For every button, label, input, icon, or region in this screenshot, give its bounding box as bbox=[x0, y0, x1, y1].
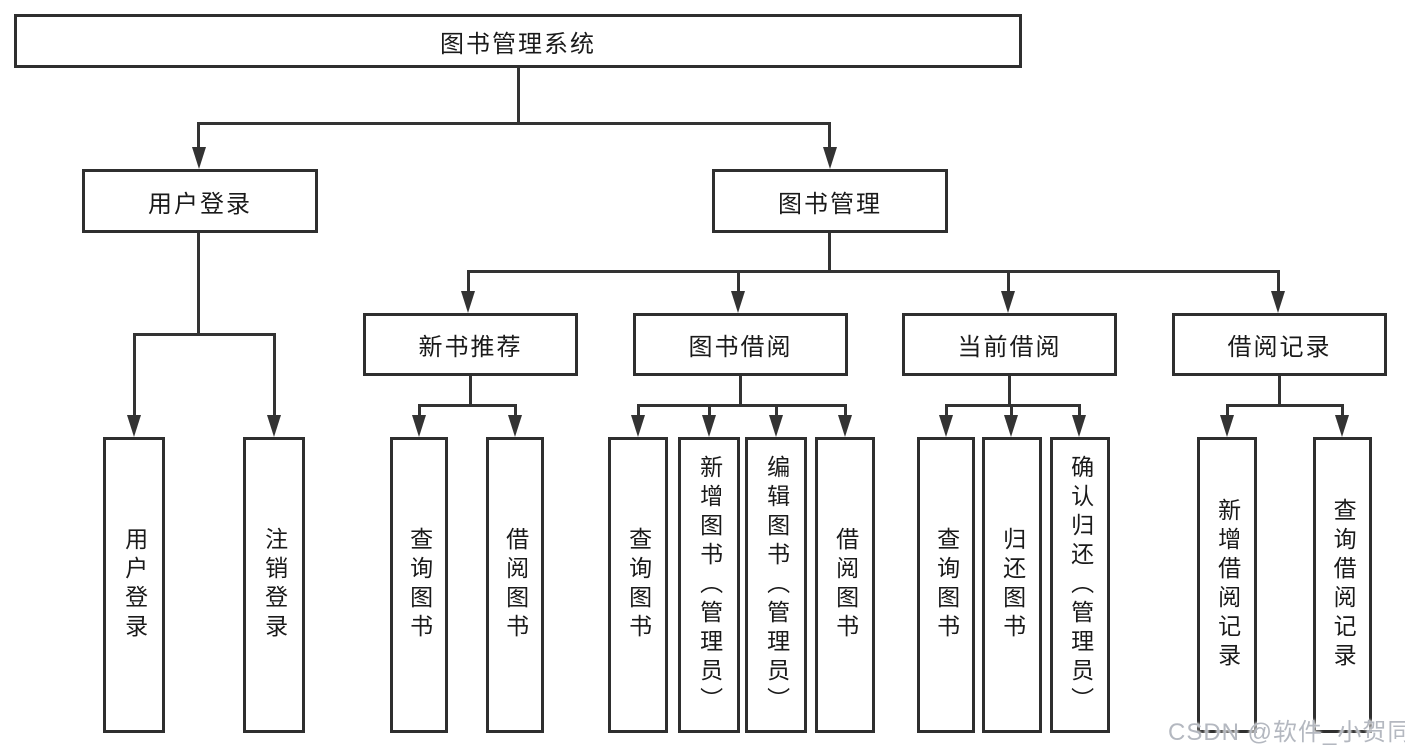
leaf-user-login: 用户登录 bbox=[103, 437, 165, 733]
arrowhead-bor-leaf4-icon bbox=[838, 415, 852, 437]
arrowhead-recd-leaf1-icon bbox=[1220, 415, 1234, 437]
leaf-current-query-book-label: 查询图书 bbox=[933, 527, 960, 643]
node-library-system: 图书管理系统 bbox=[14, 14, 1022, 68]
leaf-borrowing-borrow-book-label: 借阅图书 bbox=[832, 527, 859, 643]
edge-borrowing-stem bbox=[739, 376, 742, 407]
arrowhead-bor-leaf3-icon bbox=[769, 415, 783, 437]
leaf-recommend-query-book: 查询图书 bbox=[390, 437, 448, 733]
leaf-add-book-admin: 新增图书（管理员） bbox=[678, 437, 740, 733]
leaf-add-borrow-record-label: 新增借阅记录 bbox=[1214, 498, 1241, 672]
leaf-borrowing-query-book: 查询图书 bbox=[608, 437, 668, 733]
leaf-current-query-book: 查询图书 bbox=[917, 437, 975, 733]
leaf-borrowing-borrow-book: 借阅图书 bbox=[815, 437, 875, 733]
edge-current-rail bbox=[945, 404, 1081, 407]
edge-to-leaf-login-stem bbox=[133, 333, 136, 417]
node-new-book-recommend-label: 新书推荐 bbox=[418, 334, 523, 361]
node-borrowing-records: 借阅记录 bbox=[1172, 313, 1387, 376]
arrowhead-user-login-icon bbox=[192, 147, 206, 169]
edge-login-stem bbox=[197, 233, 200, 335]
edge-cur-leaf1-stem bbox=[945, 404, 948, 417]
leaf-query-borrow-record-label: 查询借阅记录 bbox=[1330, 498, 1357, 672]
leaf-logout: 注销登录 bbox=[243, 437, 305, 733]
edge-records-rail bbox=[1226, 404, 1344, 407]
edge-to-recommend-stem bbox=[467, 270, 470, 294]
edge-to-borrowing-stem bbox=[737, 270, 740, 294]
edge-recd-leaf2-stem bbox=[1341, 404, 1344, 417]
leaf-user-login-label: 用户登录 bbox=[121, 527, 148, 643]
node-new-book-recommend: 新书推荐 bbox=[363, 313, 578, 376]
edge-to-book-management-stem bbox=[828, 122, 831, 150]
leaf-confirm-return-admin-label: 确认归还（管理员） bbox=[1067, 454, 1094, 716]
node-book-management-label: 图书管理 bbox=[778, 190, 882, 218]
edge-root-rail bbox=[197, 122, 831, 125]
arrowhead-cur-leaf2-icon bbox=[1004, 415, 1018, 437]
leaf-edit-book-admin: 编辑图书（管理员） bbox=[745, 437, 807, 733]
edge-management-stem bbox=[828, 233, 831, 273]
edge-root-stem bbox=[517, 68, 520, 124]
edge-bor-leaf1-stem bbox=[637, 404, 640, 417]
arrowhead-current-icon bbox=[1001, 291, 1015, 313]
leaf-logout-label: 注销登录 bbox=[261, 527, 288, 643]
leaf-borrowing-query-book-label: 查询图书 bbox=[625, 527, 652, 643]
arrowhead-rec-leaf1-icon bbox=[412, 415, 426, 437]
edge-bor-leaf4-stem bbox=[844, 404, 847, 417]
node-book-management: 图书管理 bbox=[712, 169, 948, 233]
arrowhead-rec-leaf2-icon bbox=[508, 415, 522, 437]
leaf-add-book-admin-label: 新增图书（管理员） bbox=[696, 454, 723, 716]
arrowhead-cur-leaf1-icon bbox=[939, 415, 953, 437]
leaf-return-book: 归还图书 bbox=[982, 437, 1042, 733]
arrowhead-recommend-icon bbox=[461, 291, 475, 313]
leaf-edit-book-admin-label: 编辑图书（管理员） bbox=[763, 454, 790, 716]
arrowhead-book-management-icon bbox=[823, 147, 837, 169]
edge-records-stem bbox=[1278, 376, 1281, 407]
arrowhead-cur-leaf3-icon bbox=[1072, 415, 1086, 437]
edge-rec-leaf1-stem bbox=[418, 404, 421, 417]
edge-management-rail bbox=[467, 270, 1280, 273]
node-book-borrowing: 图书借阅 bbox=[633, 313, 848, 376]
node-current-borrowing-label: 当前借阅 bbox=[957, 334, 1062, 361]
arrowhead-recd-leaf2-icon bbox=[1335, 415, 1349, 437]
edge-login-rail bbox=[133, 333, 276, 336]
arrowhead-borrowing-icon bbox=[731, 291, 745, 313]
node-user-login: 用户登录 bbox=[82, 169, 318, 233]
node-current-borrowing: 当前借阅 bbox=[902, 313, 1117, 376]
node-borrowing-records-label: 借阅记录 bbox=[1227, 334, 1332, 361]
edge-recommend-stem bbox=[469, 376, 472, 407]
edge-to-leaf-logout-stem bbox=[273, 333, 276, 417]
node-library-system-label: 图书管理系统 bbox=[440, 30, 596, 58]
edge-current-stem bbox=[1008, 376, 1011, 407]
csdn-watermark: CSDN @软件_小贺同学 bbox=[1168, 719, 1405, 746]
arrowhead-bor-leaf1-icon bbox=[631, 415, 645, 437]
node-book-borrowing-label: 图书借阅 bbox=[688, 334, 793, 361]
node-user-login-label: 用户登录 bbox=[148, 190, 252, 218]
edge-borrowing-rail bbox=[637, 404, 846, 407]
edge-cur-leaf2-stem bbox=[1010, 404, 1013, 417]
edge-to-user-login-stem bbox=[197, 122, 200, 150]
edge-recd-leaf1-stem bbox=[1226, 404, 1229, 417]
arrowhead-leaf-logout-icon bbox=[267, 415, 281, 437]
leaf-query-borrow-record: 查询借阅记录 bbox=[1313, 437, 1372, 733]
leaf-recommend-borrow-book: 借阅图书 bbox=[486, 437, 544, 733]
leaf-recommend-query-book-label: 查询图书 bbox=[406, 527, 433, 643]
edge-bor-leaf2-stem bbox=[708, 404, 711, 417]
edge-cur-leaf3-stem bbox=[1078, 404, 1081, 417]
edge-to-records-stem bbox=[1277, 270, 1280, 294]
edge-rec-leaf2-stem bbox=[514, 404, 517, 417]
edge-to-current-stem bbox=[1007, 270, 1010, 294]
leaf-recommend-borrow-book-label: 借阅图书 bbox=[502, 527, 529, 643]
leaf-return-book-label: 归还图书 bbox=[999, 527, 1026, 643]
leaf-confirm-return-admin: 确认归还（管理员） bbox=[1050, 437, 1110, 733]
arrowhead-bor-leaf2-icon bbox=[702, 415, 716, 437]
edge-bor-leaf3-stem bbox=[775, 404, 778, 417]
arrowhead-leaf-login-icon bbox=[127, 415, 141, 437]
edge-recommend-rail bbox=[418, 404, 517, 407]
arrowhead-records-icon bbox=[1271, 291, 1285, 313]
leaf-add-borrow-record: 新增借阅记录 bbox=[1197, 437, 1257, 733]
